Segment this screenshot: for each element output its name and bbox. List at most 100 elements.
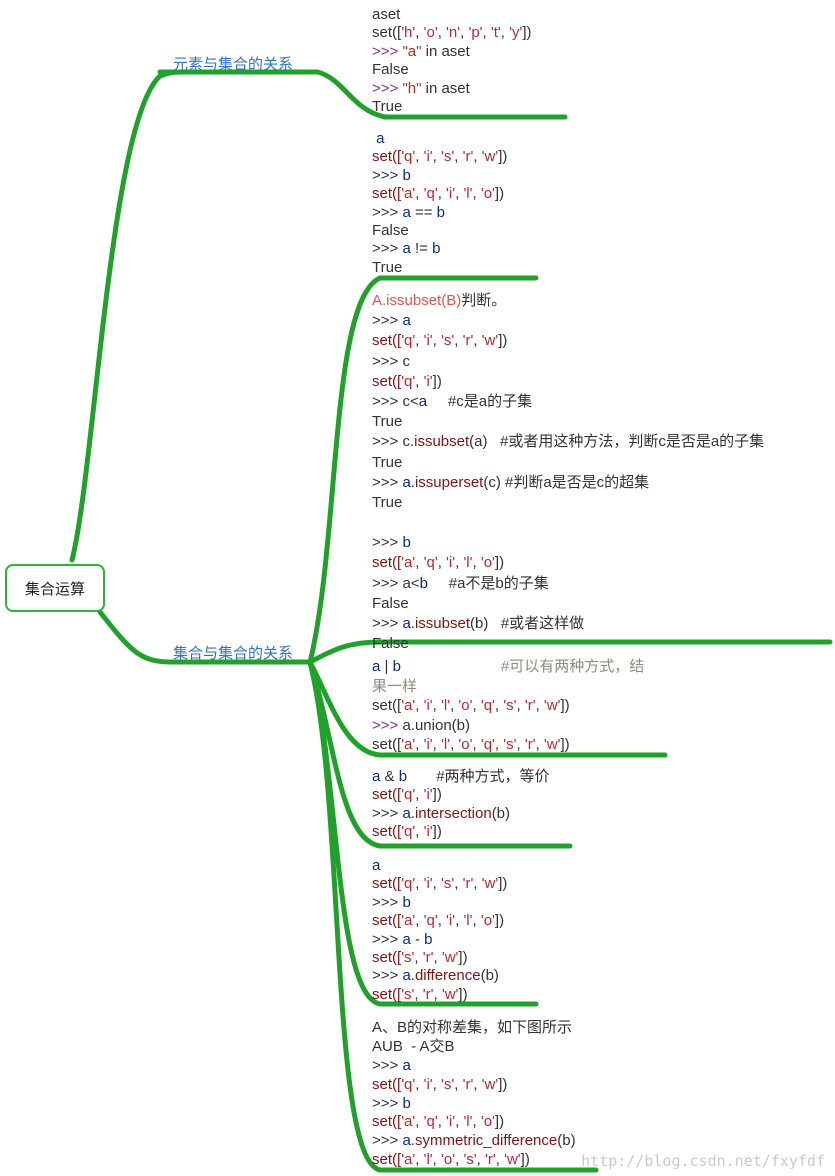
topic-label: 元素与集合的关系 — [173, 56, 294, 73]
code-token: 'l' — [463, 185, 473, 203]
code-token: 's' — [441, 1075, 455, 1093]
code-token: (b) #或者这样做 — [470, 615, 585, 632]
code-token: set([ — [372, 1151, 402, 1169]
code-token: 's' — [503, 697, 517, 714]
root-node[interactable]: 集合运算 — [5, 564, 105, 612]
code-token: , — [454, 1075, 463, 1093]
code-token: , — [414, 948, 423, 966]
code-token: 'r' — [485, 1151, 496, 1169]
code-token: 'o' — [423, 24, 438, 42]
code-token: 'w' — [481, 1075, 499, 1093]
code-token: , — [472, 1113, 481, 1131]
code-token: set([ — [372, 554, 402, 572]
code-token: 'w' — [441, 985, 459, 1003]
topic-set-set-relation[interactable]: 集合与集合的关系 — [173, 642, 293, 663]
code-token: a — [402, 1056, 411, 1074]
code-token: , — [454, 148, 463, 166]
code-token: , — [473, 875, 482, 893]
code-token: >>> — [372, 1132, 403, 1150]
code-token: 's' — [441, 332, 455, 350]
code-token: >>> — [372, 804, 403, 822]
code-token: , — [415, 185, 424, 203]
code-line: >>> a<b #a不是b的子集 — [372, 574, 764, 594]
code-token: a — [402, 473, 411, 491]
code-token: , — [415, 332, 424, 350]
code-line: set(['q', 'i']) — [372, 786, 550, 804]
branch-topic2-block7 — [307, 659, 599, 1173]
root-label: 集合运算 — [24, 580, 85, 598]
code-token: , — [473, 332, 482, 350]
code-token: - — [410, 930, 425, 948]
code-token: b — [424, 930, 433, 948]
code-token: 'r' — [422, 985, 434, 1003]
code-token: 'i' — [446, 1113, 456, 1131]
code-token: , — [415, 1113, 424, 1131]
code-token: intersection — [414, 804, 492, 822]
code-token: (c) #判断a是否是c的超集 — [483, 473, 650, 491]
code-token: 'a' — [401, 1151, 416, 1169]
code-token: , — [437, 554, 447, 572]
code-token: set([ — [372, 948, 402, 966]
code-token: , — [437, 24, 447, 42]
branch-topic2-block2 — [307, 275, 539, 665]
branch-topic2-block4 — [307, 659, 668, 758]
code-token: (b) — [480, 967, 499, 985]
code-token: , — [414, 985, 423, 1003]
code-line: set(['q', 'i', 's', 'r', 'w']) — [372, 148, 507, 166]
code-token: 'w' — [504, 1151, 521, 1169]
code-token: , — [432, 332, 442, 350]
code-token — [401, 658, 501, 675]
code-token: (b) — [557, 1132, 576, 1150]
code-token: A、B的对称差集，如下图所示 — [372, 1019, 573, 1036]
code-token: 'o' — [480, 912, 495, 930]
code-token: , — [415, 697, 424, 714]
code-token: , — [472, 185, 481, 203]
code-token: 'w' — [543, 736, 561, 753]
code-token: set([ — [372, 1113, 402, 1131]
code-token: a — [372, 768, 381, 785]
code-token: a — [402, 615, 411, 632]
code-token: , — [432, 697, 442, 714]
code-token: 'a' — [401, 697, 416, 714]
code-line: set(['a', 'i', 'l', 'o', 'q', 's', 'r', … — [372, 696, 644, 716]
code-token: ]) — [432, 372, 442, 390]
code-token: False — [372, 594, 409, 612]
code-token: 'o' — [480, 185, 495, 203]
code-token: , — [494, 736, 504, 753]
code-token: b — [436, 203, 445, 221]
topic-element-set-relation[interactable]: 元素与集合的关系 — [173, 53, 293, 74]
code-token: , — [433, 985, 442, 1003]
code-line: True — [372, 259, 507, 277]
code-token: >>> — [372, 716, 403, 734]
code-line: set(['h', 'o', 'n', 'p', 't', 'y']) — [372, 24, 532, 42]
code-token: 'i' — [423, 372, 433, 390]
code-token: True — [372, 453, 403, 471]
code-token: >>> — [372, 930, 403, 948]
code-token: >>> — [372, 893, 403, 911]
code-token: , — [437, 1113, 447, 1131]
code-token: True — [372, 413, 403, 431]
code-token: >>> c< — [372, 392, 419, 410]
code-token: a — [402, 1132, 411, 1150]
code-token: "a" — [402, 42, 422, 60]
code-token: 'o' — [458, 697, 473, 714]
code-token: 'o' — [480, 554, 495, 572]
code-token: , — [455, 554, 464, 572]
code-token: , — [437, 912, 447, 930]
branch-topic1-underline — [157, 69, 568, 120]
code-token: 's' — [441, 875, 455, 893]
code-token: , — [476, 1151, 486, 1169]
code-token: 'o' — [458, 736, 473, 753]
code-token: 'a' — [401, 736, 416, 753]
code-token: . — [410, 967, 415, 985]
code-token: a — [372, 857, 381, 874]
code-token: 'r' — [524, 697, 536, 714]
code-token: >>> — [372, 42, 403, 60]
code-token: 'q' — [401, 332, 416, 350]
code-token: 's' — [441, 148, 455, 166]
code-token: ]) — [458, 985, 468, 1003]
